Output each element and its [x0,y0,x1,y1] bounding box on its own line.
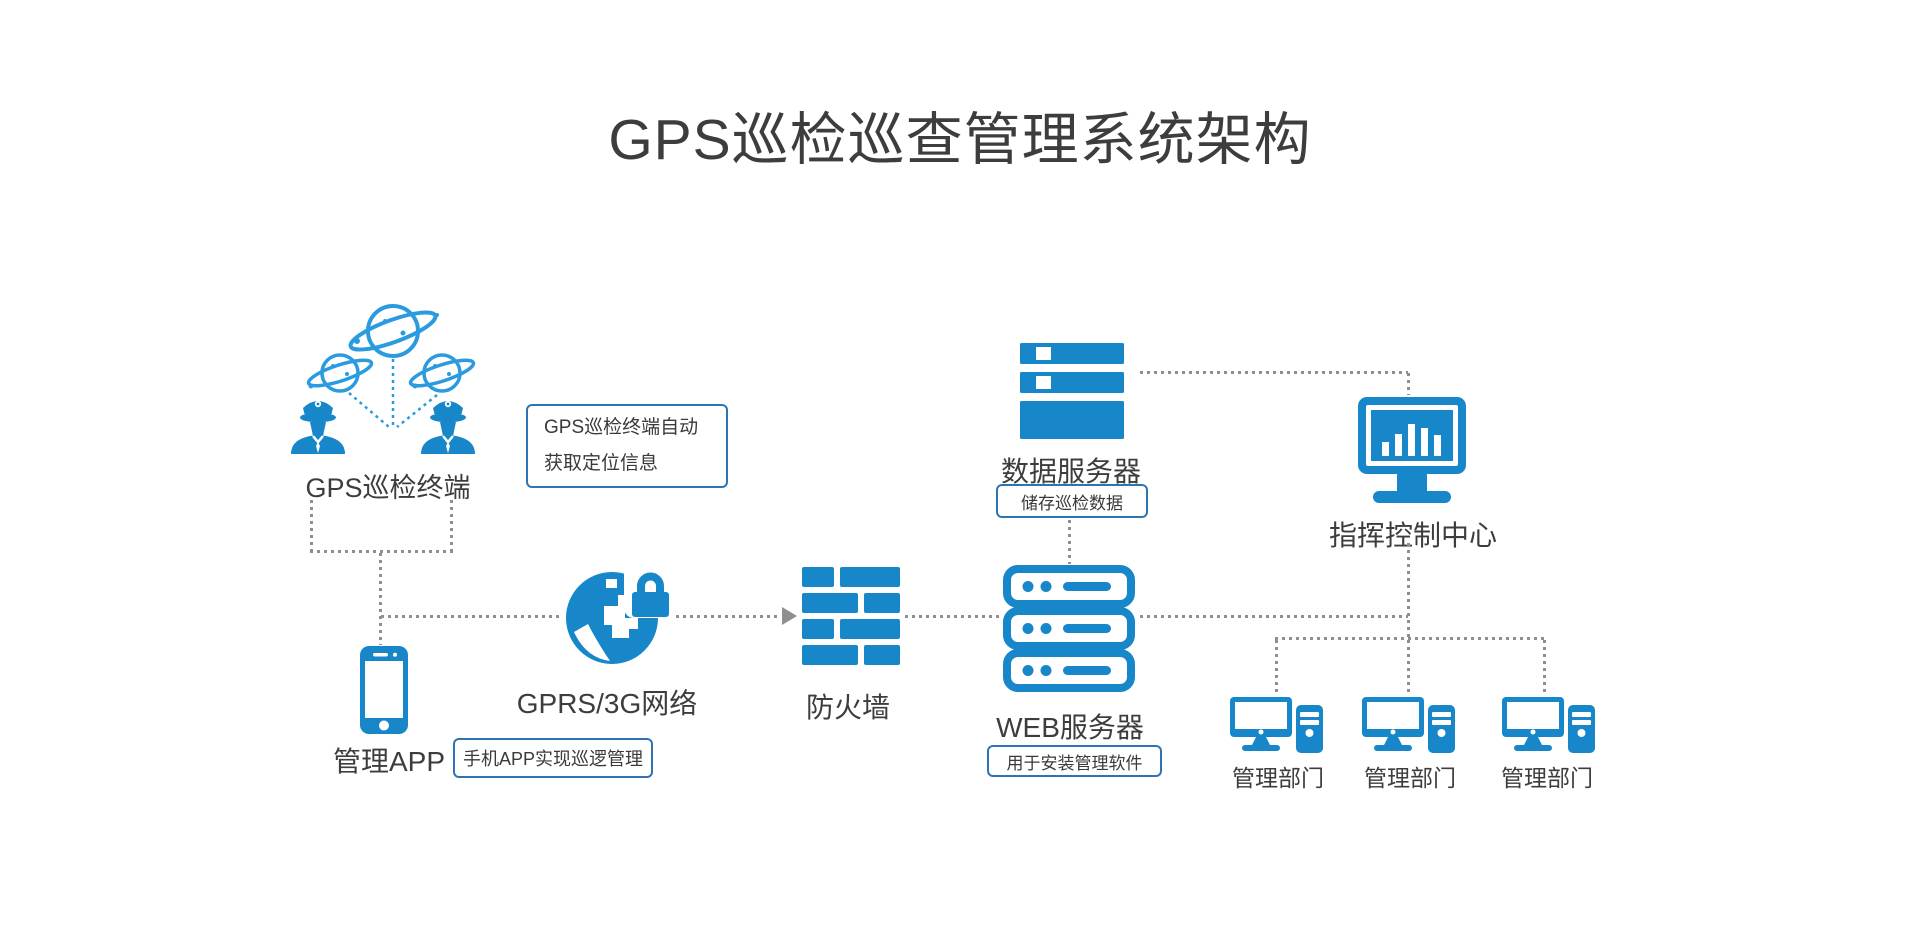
terminal-note-line1: GPS巡检终端自动 [544,417,699,438]
data-server-note-box: 储存巡检数据 [996,484,1148,518]
monitor-chart-icon [1358,397,1466,503]
department-node-3 [1502,697,1597,755]
globe-lock-icon [566,564,676,664]
desktop-computer-icon [1362,697,1455,753]
command-center-node [1358,397,1468,505]
connector-departments-bus [1275,637,1546,640]
connector-command-down [1407,543,1410,638]
desktop-computer-icon [1502,697,1595,753]
firewall-icon [802,567,900,665]
connector-phone-to-network [381,615,561,618]
police-officer-icon [291,400,345,454]
network-node [564,560,678,666]
management-app-label: 管理APP [332,746,446,777]
connector-network-to-firewall [676,615,780,618]
connector-terminal-right-down [450,500,453,550]
app-note-box: 手机APP实现巡逻管理 [453,738,653,778]
web-server-icon [1003,565,1135,692]
department-label-2: 管理部门 [1364,765,1456,791]
web-server-note-box: 用于安装管理软件 [987,745,1162,777]
department-label-3: 管理部门 [1501,765,1593,791]
connector-department1-drop [1275,640,1278,694]
officer-left [289,391,347,454]
arrow-right-icon [782,607,797,625]
desktop-computer-icon [1230,697,1323,753]
connector-terminal-join [310,550,453,553]
connector-terminal-to-phone [379,553,382,645]
smartphone-icon [360,646,408,734]
page-title: GPS巡检巡查管理系统架构 [608,108,1312,172]
connector-command-top-drop [1407,373,1410,395]
web-server-label: WEB服务器 [996,712,1144,743]
terminal-note-line2: 获取定位信息 [544,453,659,474]
data-server-label: 数据服务器 [1000,456,1142,487]
command-center-label: 指挥控制中心 [1328,520,1498,551]
firewall-label: 防火墙 [805,692,891,723]
connector-terminal-left-down [310,500,313,550]
connector-department2-drop [1407,640,1410,694]
app-note-text: 手机APP实现巡逻管理 [462,749,644,769]
management-app-node [360,646,408,734]
department-node-2 [1362,697,1457,755]
connector-dataserver-to-command [1140,371,1408,374]
network-label: GPRS/3G网络 [516,688,698,719]
officer-right [419,391,477,454]
database-server-icon [1020,343,1124,439]
connector-web-to-junction [1140,615,1408,618]
connector-department3-drop [1543,640,1546,694]
satellite-icon [306,304,476,428]
terminal-note-box: GPS巡检终端自动 获取定位信息 [526,404,728,488]
connector-firewall-to-web [905,615,1000,618]
firewall-node [802,567,900,666]
data-server-node [1020,343,1124,439]
police-officer-icon [421,400,475,454]
satellite-group [293,243,489,431]
department-node-1 [1230,697,1325,755]
gps-terminal-label: GPS巡检终端 [305,473,471,503]
web-server-note-text: 用于安装管理软件 [1006,753,1143,773]
department-label-1: 管理部门 [1232,765,1324,791]
connector-dataserver-to-web [1068,520,1071,564]
web-server-node [1003,565,1135,693]
data-server-note-text: 储存巡检数据 [1021,493,1123,513]
